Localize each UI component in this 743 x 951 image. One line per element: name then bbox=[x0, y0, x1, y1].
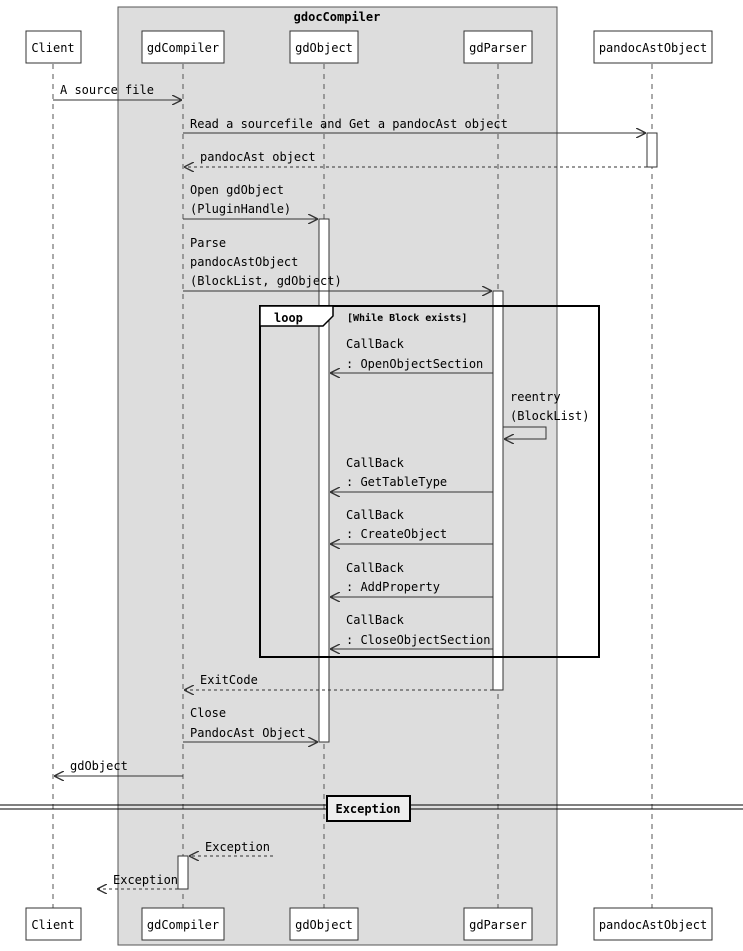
message-label: (BlockList) bbox=[510, 409, 589, 423]
participant-gdobject: gdObject bbox=[289, 30, 359, 64]
message-label: (PluginHandle) bbox=[190, 202, 291, 216]
message-label: CallBack bbox=[346, 613, 405, 627]
message-label: : AddProperty bbox=[346, 580, 440, 594]
message-exception-out: Exception bbox=[97, 873, 178, 889]
message-exitcode: ExitCode bbox=[184, 673, 493, 690]
message-reentry: reentry (BlockList) bbox=[503, 390, 589, 439]
message-label: : CreateObject bbox=[346, 527, 447, 541]
message-label: : CloseObjectSection bbox=[346, 633, 491, 647]
message-label: CallBack bbox=[346, 561, 405, 575]
loop-keyword: loop bbox=[274, 311, 303, 325]
message-gdobject-return: gdObject bbox=[54, 759, 183, 776]
message-label: Parse bbox=[190, 236, 226, 250]
group-title: gdocCompiler bbox=[294, 10, 381, 24]
message-label: gdObject bbox=[70, 759, 128, 773]
message-label: Close bbox=[190, 706, 226, 720]
message-pandocast-object: pandocAst object bbox=[184, 150, 647, 167]
message-close-pandocast: Close PandocAst Object bbox=[183, 706, 318, 742]
message-label: Exception bbox=[205, 840, 270, 854]
activation-pandoc bbox=[646, 132, 658, 168]
message-callback-gettabletype: CallBack : GetTableType bbox=[330, 456, 493, 492]
message-label: Exception bbox=[113, 873, 178, 887]
message-source-file: A source file bbox=[53, 83, 182, 100]
message-callback-createobject: CallBack : CreateObject bbox=[330, 508, 493, 544]
participant-pandoc-footer: pandocAstObject bbox=[593, 907, 713, 941]
activation-gdobject bbox=[318, 218, 330, 743]
message-label: (BlockList, gdObject) bbox=[190, 274, 342, 288]
participant-gdobject-footer: gdObject bbox=[289, 907, 359, 941]
loop-tab bbox=[259, 305, 334, 327]
participant-label: Client bbox=[31, 41, 74, 55]
participant-label: gdObject bbox=[295, 41, 353, 55]
message-label: ExitCode bbox=[200, 673, 258, 687]
message-label: : GetTableType bbox=[346, 475, 447, 489]
message-label: : OpenObjectSection bbox=[346, 357, 483, 371]
divider-label: Exception bbox=[335, 802, 400, 816]
message-label: Read a sourcefile and Get a pandocAst ob… bbox=[190, 117, 508, 131]
message-label: pandocAst object bbox=[200, 150, 316, 164]
message-open-gdobject: Open gdObject (PluginHandle) bbox=[183, 183, 318, 219]
participant-label: gdParser bbox=[469, 918, 527, 932]
participant-client: Client bbox=[25, 30, 82, 64]
lifelines bbox=[52, 64, 653, 908]
participant-label: pandocAstObject bbox=[599, 918, 707, 932]
message-label: pandocAstObject bbox=[190, 255, 298, 269]
participant-pandoc: pandocAstObject bbox=[593, 30, 713, 64]
message-label: reentry bbox=[510, 390, 561, 404]
participant-label: gdCompiler bbox=[147, 41, 219, 55]
message-callback-closeobjectsection: CallBack : CloseObjectSection bbox=[330, 613, 493, 649]
participant-label: pandocAstObject bbox=[599, 41, 707, 55]
loop-condition: [While Block exists] bbox=[347, 312, 467, 324]
message-parse: Parse pandocAstObject (BlockList, gdObje… bbox=[183, 236, 492, 291]
activation-gdcompiler bbox=[177, 855, 189, 890]
participant-gdparser: gdParser bbox=[463, 30, 533, 64]
message-label: CallBack bbox=[346, 456, 405, 470]
message-label: PandocAst Object bbox=[190, 726, 306, 740]
message-label: CallBack bbox=[346, 508, 405, 522]
message-label: Open gdObject bbox=[190, 183, 284, 197]
message-label: CallBack bbox=[346, 337, 405, 351]
participant-label: gdCompiler bbox=[147, 918, 219, 932]
message-label: A source file bbox=[60, 83, 154, 97]
participant-label: gdParser bbox=[469, 41, 527, 55]
participant-gdparser-footer: gdParser bbox=[463, 907, 533, 941]
participant-label: Client bbox=[31, 918, 74, 932]
message-callback-open: CallBack : OpenObjectSection bbox=[330, 337, 493, 373]
participant-gdcompiler: gdCompiler bbox=[141, 30, 225, 64]
activation-gdparser bbox=[492, 290, 504, 691]
message-read-sourcefile: Read a sourcefile and Get a pandocAst ob… bbox=[183, 117, 646, 133]
message-callback-addproperty: CallBack : AddProperty bbox=[330, 561, 493, 597]
participant-label: gdObject bbox=[295, 918, 353, 932]
loop-frame bbox=[259, 305, 600, 658]
participant-client-footer: Client bbox=[25, 907, 82, 941]
exception-divider: Exception bbox=[0, 795, 743, 822]
participant-gdcompiler-footer: gdCompiler bbox=[141, 907, 225, 941]
message-exception-in: Exception bbox=[189, 840, 273, 856]
